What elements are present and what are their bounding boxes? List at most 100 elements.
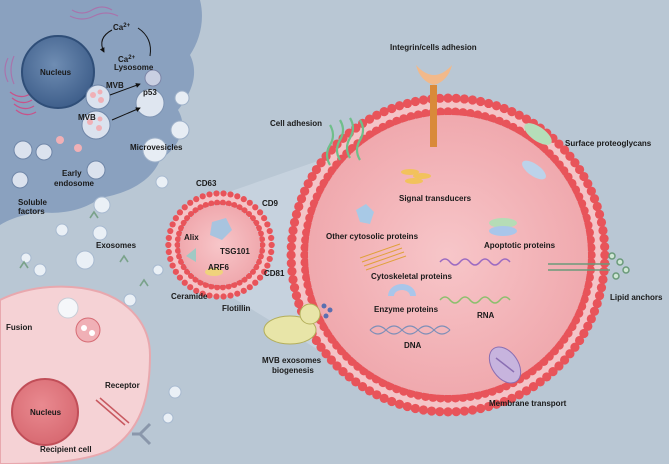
lipid-head — [387, 103, 397, 114]
lipid-head — [252, 279, 259, 286]
ca-mid-label: Ca2+ — [118, 55, 136, 64]
lipid-head — [473, 110, 483, 120]
lipid-head — [584, 228, 594, 238]
p53-label: p53 — [143, 88, 157, 97]
lipid-head — [554, 361, 564, 371]
surface-proteoglycan-inner — [522, 160, 546, 180]
lipid-head — [261, 268, 268, 275]
lipid-head — [413, 390, 423, 400]
lipid-head — [234, 193, 241, 200]
p53-vesicle — [135, 88, 165, 118]
lipid-head — [584, 272, 594, 282]
arf6-label: ARF6 — [208, 263, 229, 272]
lipid-head — [459, 406, 469, 416]
lipid-head — [316, 158, 326, 168]
lipid-head — [302, 228, 312, 238]
mvb-biogenesis-label-1: MVB exosomes — [262, 356, 322, 365]
lipid-head — [252, 204, 259, 211]
mvb-lower-label: MVB — [78, 113, 96, 122]
lipid-head — [577, 301, 587, 311]
lipid-head — [321, 349, 331, 359]
lipid-head — [435, 93, 445, 103]
lipid-head — [266, 255, 273, 263]
lipid-head — [257, 253, 264, 260]
lipid-head — [255, 258, 262, 265]
mvb-biogenesis-label-2: biogenesis — [272, 366, 314, 375]
lipid-head — [579, 294, 589, 304]
lipid-head — [494, 384, 504, 394]
lipid-head — [288, 274, 298, 285]
lipid-head — [174, 247, 182, 254]
lipid-head — [586, 314, 596, 324]
lipid-head — [467, 95, 478, 105]
mvb-arrow-2 — [109, 83, 141, 96]
early-endosome-label-2: endosome — [54, 179, 95, 188]
lipid-head — [206, 292, 213, 299]
lipid-head — [338, 367, 348, 377]
lipid-head — [428, 392, 438, 402]
cell-adhesion-proteins — [325, 117, 365, 166]
lipid-head — [199, 193, 206, 200]
signal-transducers-shape — [401, 169, 431, 184]
lipid-head — [399, 386, 409, 396]
recipient-receptor — [132, 422, 152, 446]
lipid-head — [581, 287, 591, 297]
lipid-head — [187, 272, 195, 280]
lipid-head — [213, 190, 220, 197]
lipid-head — [208, 283, 215, 290]
lipid-head — [206, 191, 213, 198]
lipid-head — [344, 372, 354, 382]
lipid-head — [394, 399, 405, 409]
lipid-head — [286, 242, 296, 252]
lipid-head — [494, 116, 504, 126]
enzyme-proteins-label: Enzyme proteins — [374, 305, 439, 314]
lipid-head — [225, 283, 232, 290]
lipid-head — [246, 284, 253, 291]
lipid-head — [266, 227, 273, 235]
cytoskeletal-label: Cytoskeletal proteins — [371, 272, 452, 281]
other-cytosolic-label: Other cytosolic proteins — [326, 232, 419, 241]
lipid-head — [487, 114, 497, 124]
lipid-head — [307, 171, 317, 182]
membrane-band — [290, 97, 606, 413]
lipid-head — [583, 280, 593, 290]
lipid-head — [174, 241, 181, 249]
lipid-head — [577, 199, 587, 209]
microvesicle — [174, 90, 190, 106]
cd9-label: CD9 — [262, 199, 279, 208]
recipient-cell-label: Recipient cell — [40, 445, 92, 454]
lipid-head — [499, 103, 509, 114]
lipid-head — [176, 209, 184, 216]
lipid-head — [600, 242, 610, 252]
lipid-head — [406, 388, 416, 398]
lipid-head — [246, 199, 253, 206]
lipid-head — [379, 107, 389, 117]
cytoskeletal-fibers — [359, 243, 407, 271]
lipid-head — [256, 209, 264, 216]
lipid-head — [499, 396, 509, 407]
lipid-head — [570, 158, 580, 168]
lipid-head — [303, 179, 313, 189]
lipid-head — [268, 241, 275, 249]
lipid-head — [421, 391, 431, 401]
tsg101-label: TSG101 — [220, 247, 250, 256]
early-endosome-label-1: Early — [62, 169, 82, 178]
lipid-head — [443, 107, 453, 117]
lipid-head — [192, 207, 199, 214]
membrane-transport-channel — [488, 346, 522, 384]
lipid-head — [303, 220, 313, 230]
ca-arrow-left — [99, 29, 113, 53]
lipid-head — [249, 215, 256, 222]
lipid-head — [392, 384, 402, 394]
lipid-head — [435, 407, 445, 417]
lipid-head — [435, 393, 446, 403]
microvesicles-label: Microvesicles — [130, 143, 183, 152]
surface-proteoglycans-label: Surface proteoglycans — [565, 139, 652, 148]
lipid-head — [443, 93, 453, 103]
lipid-head — [208, 200, 215, 207]
lipid-head — [202, 202, 209, 209]
lipid-head — [178, 258, 185, 265]
lipid-head — [192, 276, 199, 283]
lipid-head — [443, 393, 453, 403]
